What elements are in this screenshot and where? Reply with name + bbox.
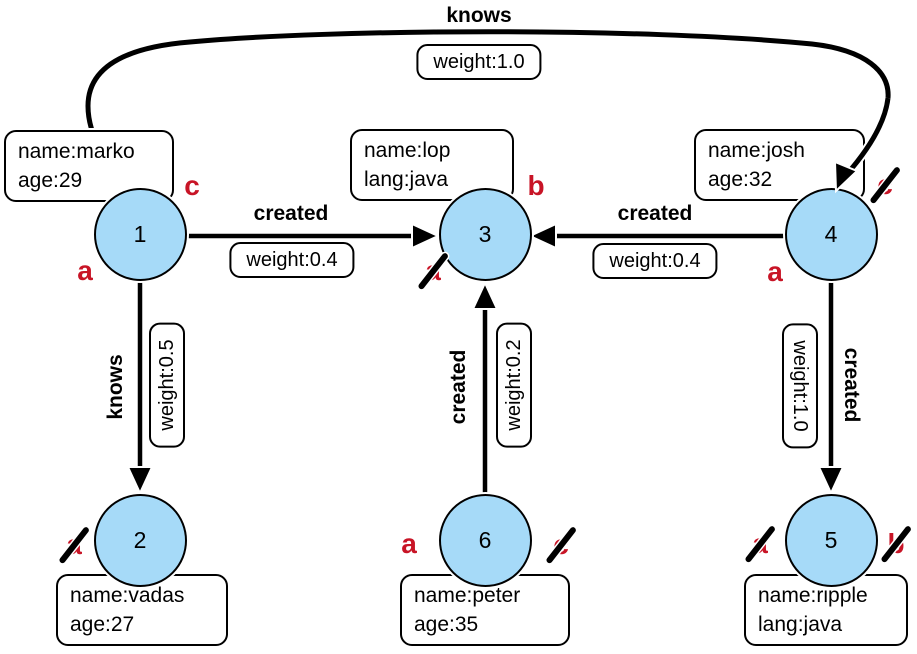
node-id: 2 bbox=[133, 526, 147, 553]
node-id: 3 bbox=[478, 220, 492, 247]
property-line: name:vadas bbox=[70, 584, 185, 607]
node-5-properties: name:ripple lang:java bbox=[744, 574, 908, 646]
edge-created-4-5 bbox=[817, 280, 845, 496]
weight-badge-knows-1-2: weight:0.5 bbox=[149, 322, 185, 448]
property-line: age:29 bbox=[18, 169, 83, 192]
node-2-properties: name:vadas age:27 bbox=[56, 574, 228, 646]
property-line: name:marko bbox=[18, 140, 135, 163]
edge-created-1-3 bbox=[186, 222, 441, 250]
node-circle-2: 2 bbox=[93, 493, 187, 587]
node-id: 6 bbox=[478, 526, 492, 553]
marker-letter: c bbox=[184, 170, 200, 201]
node-id: 1 bbox=[133, 220, 147, 247]
node-id: 5 bbox=[824, 526, 838, 553]
edge-created-6-3 bbox=[471, 280, 499, 494]
property-line: age:35 bbox=[414, 613, 479, 636]
marker-letter: a bbox=[767, 256, 783, 287]
node-circle-6: 6 bbox=[438, 493, 532, 587]
node-id: 4 bbox=[824, 220, 838, 247]
property-line: name:peter bbox=[414, 584, 521, 607]
marker-letter: a bbox=[401, 528, 417, 559]
marker-letter: a bbox=[77, 255, 93, 286]
node-circle-3: 3 bbox=[438, 187, 532, 281]
weight-badge-created-4-5: weight:1.0 bbox=[782, 323, 818, 449]
edge-label-created-6-3: created bbox=[447, 349, 470, 425]
property-line: age:27 bbox=[70, 613, 135, 636]
property-line: name:ripple bbox=[758, 584, 868, 607]
weight-badge-created-6-3: weight:0.2 bbox=[496, 322, 532, 448]
edge-label-created-1-3: created bbox=[253, 202, 329, 225]
edge-label-created-4-5: created bbox=[840, 347, 863, 423]
node-circle-5: 5 bbox=[784, 493, 878, 587]
property-line: age:32 bbox=[708, 168, 773, 191]
weight-badge-knows-1-4: weight:1.0 bbox=[416, 44, 542, 80]
edge-label-knows-1-2: knows bbox=[104, 354, 127, 420]
property-line: name:josh bbox=[708, 139, 805, 162]
edge-created-4-3 bbox=[527, 222, 786, 250]
edge-knows-1-4 bbox=[83, 27, 893, 205]
property-line: lang:java bbox=[758, 613, 843, 636]
marker-letter: b bbox=[527, 170, 545, 201]
weight-badge-created-1-3: weight:0.4 bbox=[229, 242, 355, 278]
property-line: name:lop bbox=[364, 139, 451, 162]
property-line: lang:java bbox=[364, 168, 449, 191]
node-circle-1: 1 bbox=[93, 187, 187, 281]
node-circle-4: 4 bbox=[784, 187, 878, 281]
edge-knows-1-2 bbox=[126, 280, 154, 496]
weight-badge-created-4-3: weight:0.4 bbox=[592, 243, 718, 279]
edge-label-created-4-3: created bbox=[617, 202, 693, 225]
edge-label-knows-1-4: knows bbox=[446, 4, 512, 27]
